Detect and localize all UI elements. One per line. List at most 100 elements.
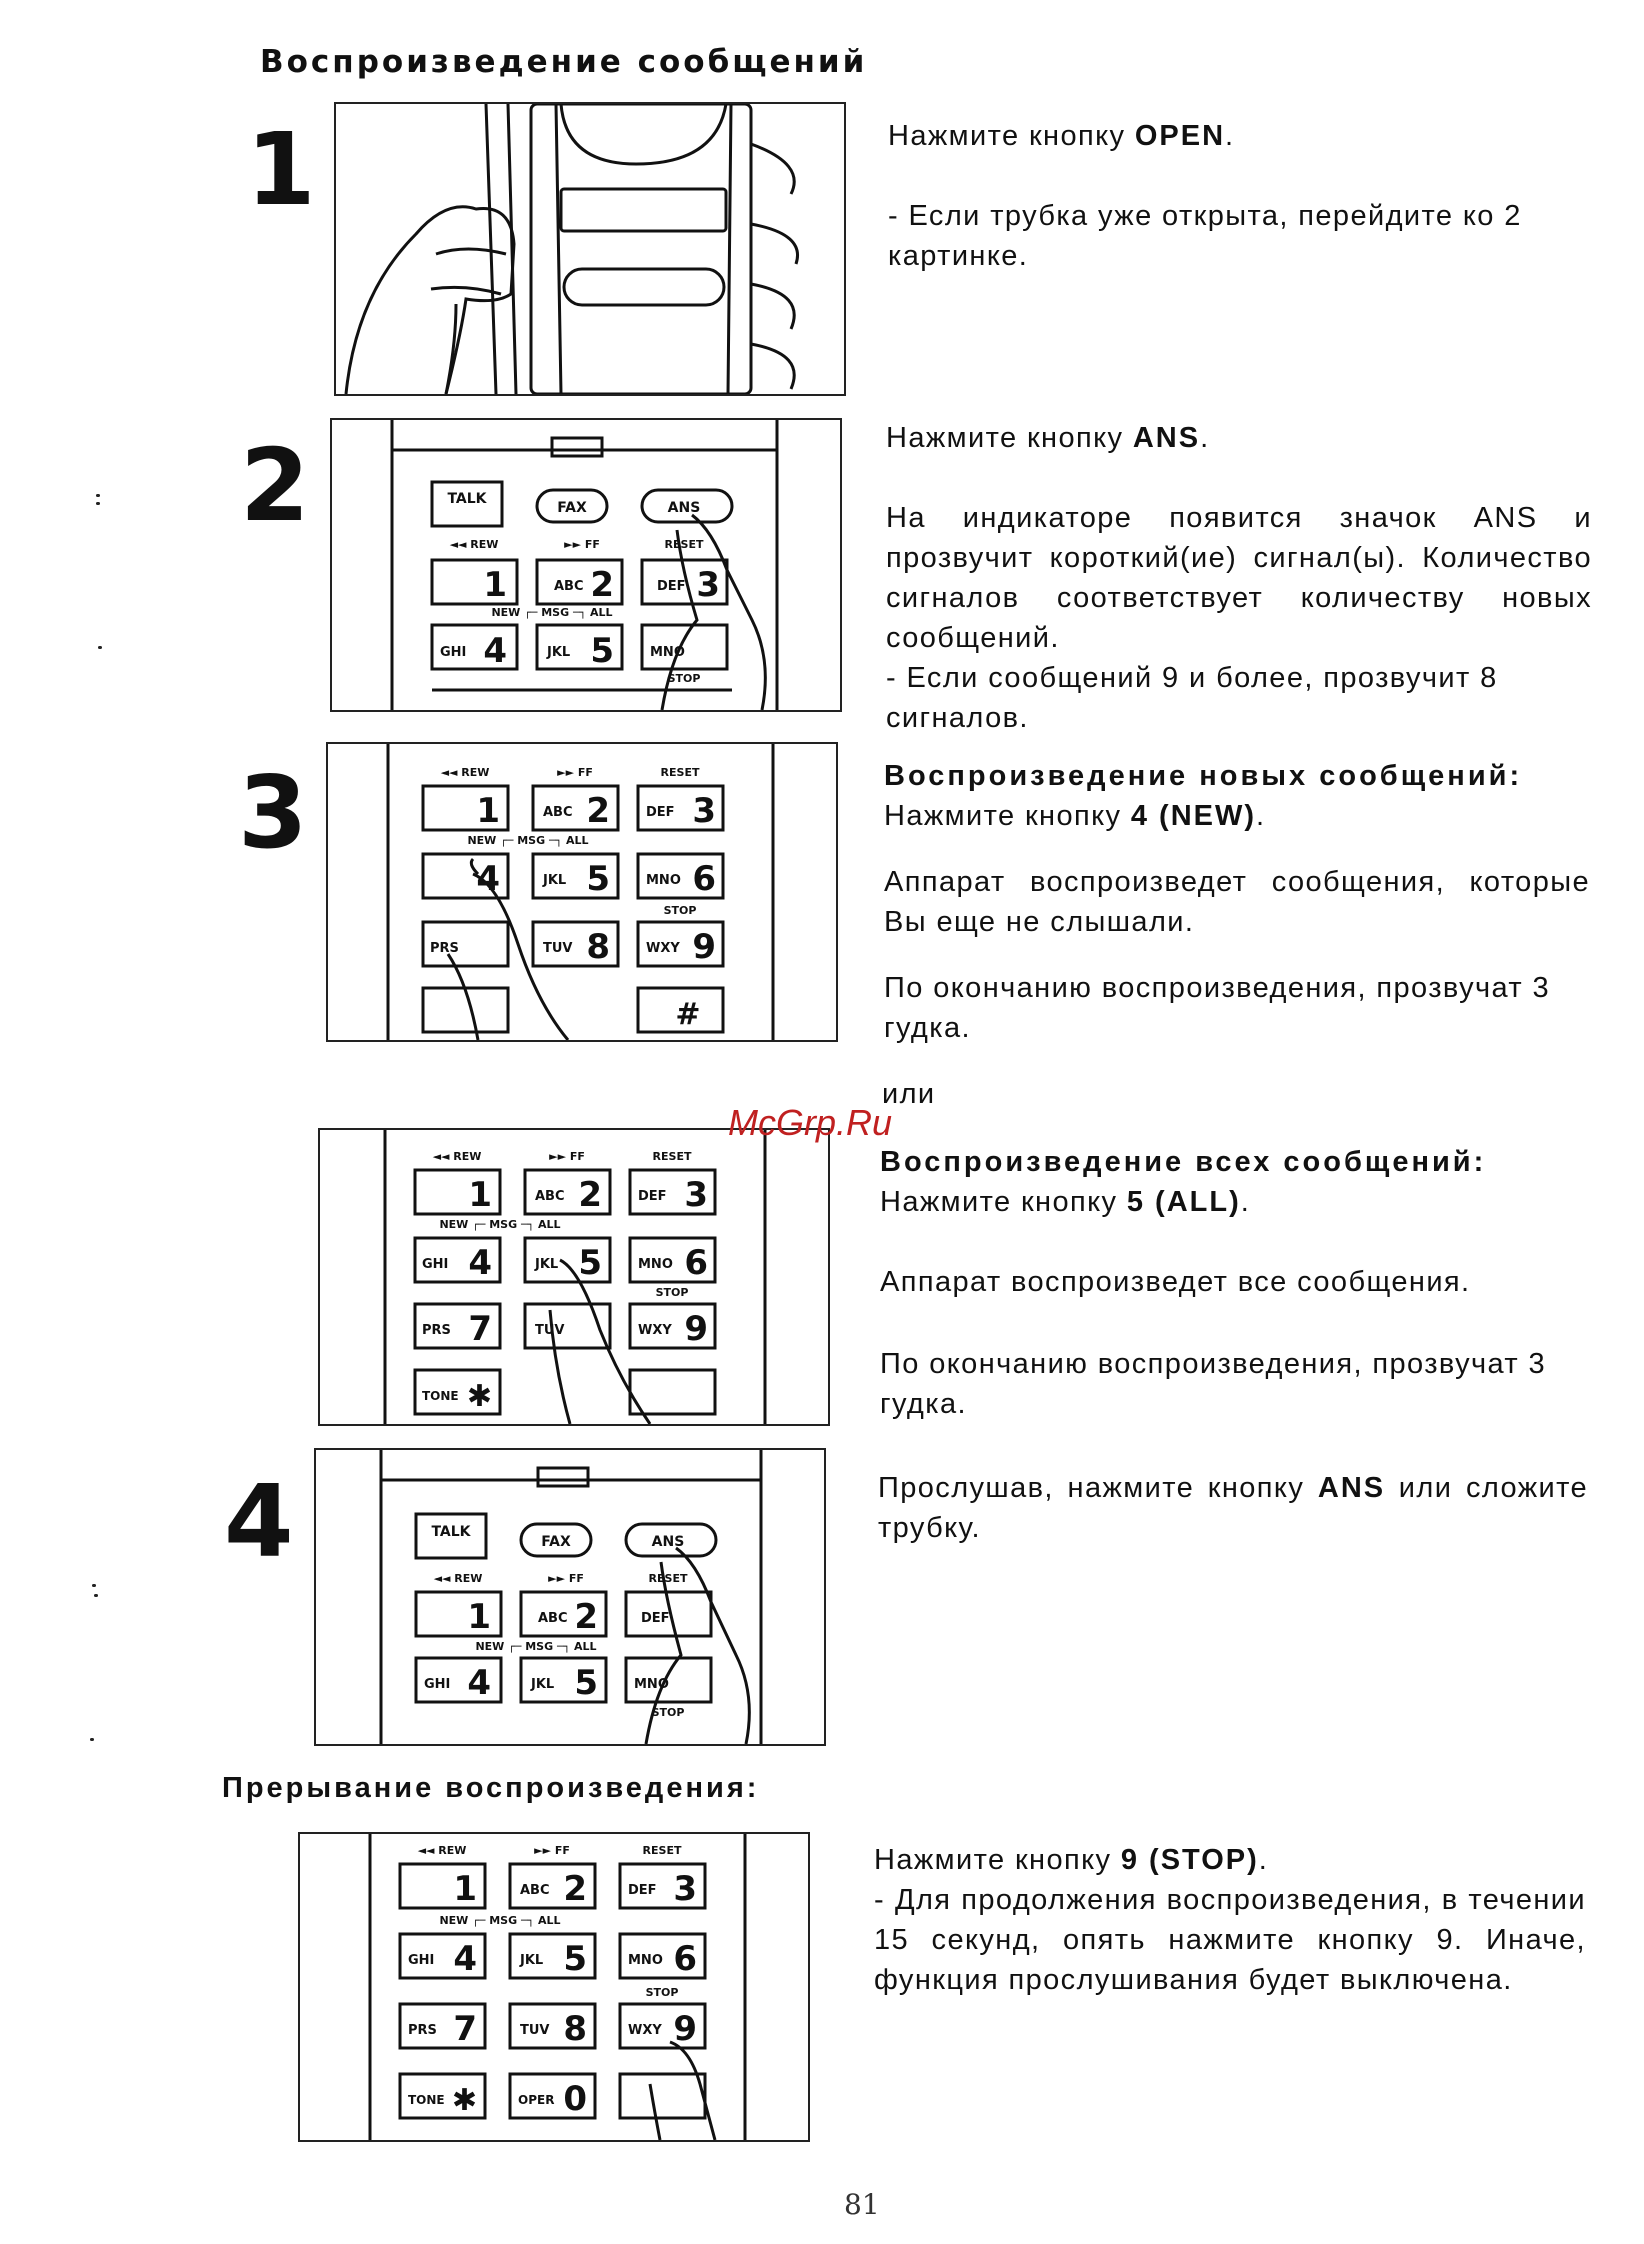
svg-text:2: 2 (574, 1597, 598, 1637)
svg-text:2: 2 (586, 791, 610, 831)
svg-text:ABC: ABC (543, 805, 573, 820)
scan-speck (92, 1584, 96, 1587)
svg-text:WXY: WXY (628, 2023, 662, 2038)
svg-text:TUV: TUV (520, 2023, 550, 2038)
svg-text:DEF: DEF (628, 1883, 657, 1898)
svg-text:RESET: RESET (653, 1150, 692, 1163)
interrupt-instruction: Нажмите кнопку 9 (STOP). (874, 1844, 1269, 1876)
svg-text:RESET: RESET (643, 1844, 682, 1857)
step3-all-text: Воспроизведение всех сообщений: Нажмите … (880, 1142, 1590, 1424)
svg-text:2: 2 (563, 1869, 587, 1909)
step-number-1: 1 (246, 111, 316, 228)
svg-text:MNO: MNO (628, 1953, 663, 1968)
svg-text:PRS: PRS (422, 1323, 451, 1338)
svg-text:RESET: RESET (649, 1572, 688, 1585)
interrupt-heading: Прерывание воспроизведения: (222, 1772, 760, 1804)
step1-note: - Если трубка уже открыта, перейдите ко … (888, 200, 1522, 272)
svg-text:1: 1 (453, 1869, 477, 1909)
rew-label: ◄◄ REW (450, 538, 499, 551)
or-separator: или (882, 1078, 936, 1110)
svg-text:7: 7 (453, 2009, 477, 2049)
step3-new-text: Воспроизведение новых сообщений: Нажмите… (884, 756, 1590, 1048)
svg-text:ABC: ABC (520, 1883, 550, 1898)
play-new-heading: Воспроизведение новых сообщений: (884, 760, 1523, 792)
step4-instruction: Прослушав, нажмите кнопку ANS или сложит… (878, 1472, 1589, 1544)
svg-text:TONE: TONE (422, 1389, 459, 1403)
svg-text:MNO: MNO (638, 1257, 673, 1272)
svg-text:#: # (675, 997, 700, 1032)
svg-text:4: 4 (453, 1939, 477, 1979)
svg-text:9: 9 (673, 2009, 697, 2049)
svg-text:DEF: DEF (646, 805, 675, 820)
stop-key-name: 9 (STOP) (1120, 1844, 1259, 1876)
svg-text:TONE: TONE (408, 2093, 445, 2107)
svg-text:NEW ┌─ MSG ─┐ ALL: NEW ┌─ MSG ─┐ ALL (491, 606, 612, 619)
svg-text:NEW ┌─ MSG ─┐ ALL: NEW ┌─ MSG ─┐ ALL (467, 834, 588, 847)
step4-text: Прослушав, нажмите кнопку ANS или сложит… (878, 1468, 1588, 1548)
svg-text:DEF: DEF (638, 1189, 667, 1204)
svg-text:6: 6 (684, 1243, 708, 1283)
play-new-description: Аппарат воспроизведет сообщения, которые… (884, 866, 1590, 938)
reset-label: RESET (665, 538, 704, 551)
svg-text:GHI: GHI (422, 1257, 448, 1272)
svg-text:ABC: ABC (538, 1611, 568, 1626)
svg-text:1: 1 (483, 565, 507, 605)
svg-text:5: 5 (574, 1663, 598, 1703)
svg-text:PRS: PRS (430, 941, 459, 956)
svg-text:9: 9 (684, 1309, 708, 1349)
play-new-end-note: По окончанию воспроизведения, прозвучат … (884, 972, 1551, 1044)
hand-opening-phone-drawing (344, 104, 799, 394)
svg-text:JKL: JKL (534, 1257, 558, 1272)
svg-text:ABC: ABC (554, 579, 584, 594)
illustration-open-handset (334, 102, 846, 396)
svg-text:►► FF: ►► FF (549, 1150, 585, 1163)
play-new-instruction: Нажмите кнопку 4 (NEW). (884, 800, 1266, 832)
svg-text:3: 3 (692, 791, 716, 831)
svg-text:TALK: TALK (431, 1524, 471, 1540)
step2-description: На индикаторе появится значок ANS и проз… (886, 502, 1592, 654)
svg-text:►► FF: ►► FF (557, 766, 593, 779)
interrupt-text: Нажмите кнопку 9 (STOP). - Для продолжен… (874, 1840, 1586, 2000)
step-number-4: 4 (224, 1463, 294, 1580)
svg-text:7: 7 (468, 1309, 492, 1349)
svg-text:1: 1 (476, 791, 500, 831)
play-all-end-note: По окончанию воспроизведения, прозвучат … (880, 1348, 1547, 1420)
open-key-name: OPEN (1134, 120, 1226, 152)
scan-speck (94, 1594, 98, 1597)
scan-speck (96, 494, 100, 497)
scan-speck (90, 1738, 94, 1741)
svg-text:FAX: FAX (541, 1534, 571, 1550)
svg-text:1: 1 (468, 1175, 492, 1215)
play-all-instruction: Нажмите кнопку 5 (ALL). (880, 1186, 1251, 1218)
svg-text:6: 6 (673, 1939, 697, 1979)
svg-text:NEW ┌─ MSG ─┐ ALL: NEW ┌─ MSG ─┐ ALL (439, 1218, 560, 1231)
svg-text:5: 5 (578, 1243, 602, 1283)
svg-text:✱: ✱ (467, 1379, 492, 1414)
svg-text:9: 9 (692, 927, 716, 967)
svg-text:JKL: JKL (519, 1953, 543, 1968)
svg-text:1: 1 (467, 1597, 491, 1637)
svg-text:2: 2 (590, 565, 614, 605)
step2-note: - Если сообщений 9 и более, прозвучит 8 … (886, 662, 1498, 734)
ans-key-name-end: ANS (1317, 1472, 1386, 1504)
play-all-heading: Воспроизведение всех сообщений: (880, 1146, 1487, 1178)
fax-label: FAX (557, 500, 587, 516)
svg-text:MNO: MNO (634, 1677, 669, 1692)
svg-text:5: 5 (590, 631, 614, 671)
svg-text:◄◄ REW: ◄◄ REW (433, 1150, 482, 1163)
svg-text:GHI: GHI (440, 645, 466, 660)
svg-text:STOP: STOP (652, 1706, 685, 1719)
ff-label: ►► FF (564, 538, 600, 551)
page-number: 81 (844, 2188, 880, 2221)
svg-text:4: 4 (468, 1243, 492, 1283)
interrupt-note: - Для продолжения воспроизведения, в теч… (874, 1884, 1586, 1996)
svg-text:TUV: TUV (543, 941, 573, 956)
svg-text:WXY: WXY (646, 941, 680, 956)
